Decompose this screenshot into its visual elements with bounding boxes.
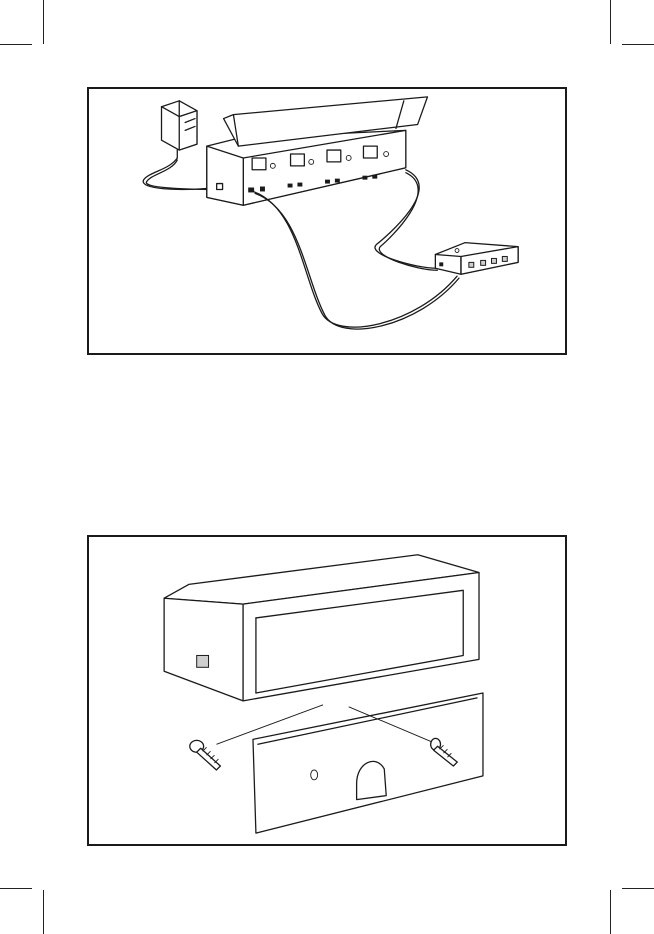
mount-housing [164, 555, 479, 701]
crop-mark [622, 44, 654, 45]
figure-power-strip [87, 87, 567, 355]
power-strip-body [207, 97, 428, 205]
crop-mark [0, 888, 32, 889]
power-strip-illustration [89, 89, 565, 353]
power-adapter-icon [162, 101, 197, 158]
wall-mount-illustration [89, 537, 565, 844]
crop-mark [43, 890, 44, 934]
crop-mark [610, 890, 611, 934]
crop-mark [610, 0, 611, 44]
adapter-cable [143, 158, 216, 189]
mount-plate [253, 693, 483, 833]
crop-mark [43, 0, 44, 44]
screw-icon [190, 740, 221, 770]
network-hub-icon [435, 243, 518, 275]
crop-mark [622, 888, 654, 889]
figure-wall-mount [87, 535, 567, 846]
crop-mark [0, 44, 32, 45]
